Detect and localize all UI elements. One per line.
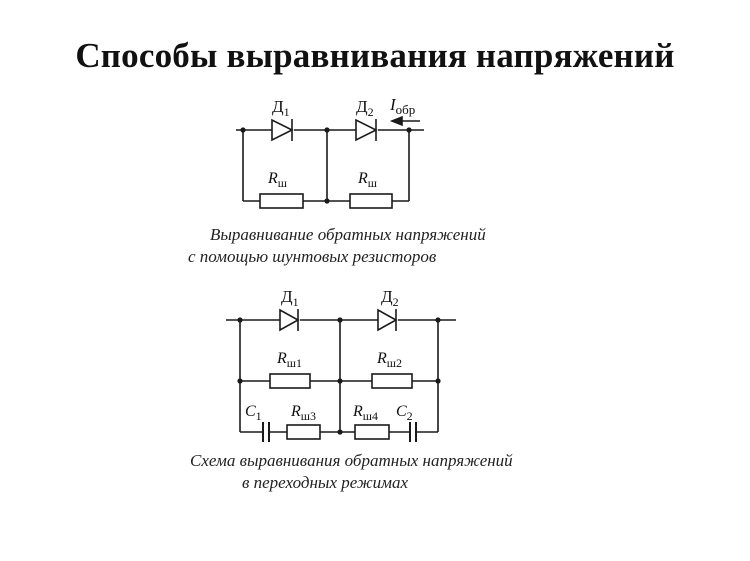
junction-dot	[240, 127, 246, 133]
top-circuit-caption: Выравнивание обратных напряжений с помощ…	[188, 224, 486, 268]
top-resistor-left	[259, 193, 304, 209]
bottom-diode-1	[279, 308, 300, 332]
label-r-sh1: Rш1	[276, 350, 302, 370]
bottom-circuit-wires	[226, 319, 456, 433]
label-top-r-right: Rш	[357, 170, 378, 190]
bottom-resistor-1	[269, 373, 311, 389]
top-caption-line-1: Выравнивание обратных напряжений	[210, 225, 486, 244]
top-diode-1	[271, 118, 294, 142]
junction-dots	[237, 127, 441, 435]
junction-dot	[435, 378, 441, 384]
label-r-sh3: Rш3	[290, 403, 316, 423]
junction-dot	[324, 127, 330, 133]
label-bottom-d2: Д2	[381, 287, 399, 309]
junction-dot	[237, 317, 243, 323]
label-current: Iобр	[389, 95, 415, 117]
label-top-d2: Д2	[356, 97, 374, 119]
current-arrow-icon	[389, 115, 420, 127]
junction-dot	[406, 127, 412, 133]
label-r-sh4: Rш4	[352, 403, 378, 423]
bottom-resistor-2	[371, 373, 413, 389]
bottom-circuit-caption: Схема выравнивания обратных напряжений в…	[190, 450, 513, 494]
bottom-capacitor-2	[409, 422, 417, 442]
junction-dot	[337, 429, 343, 435]
junction-dot	[337, 378, 343, 384]
label-bottom-d1: Д1	[281, 287, 299, 309]
junction-dot	[337, 317, 343, 323]
bottom-caption-line-2: в переходных режимах	[242, 473, 409, 492]
label-top-d1: Д1	[272, 97, 290, 119]
label-c1: C1	[245, 403, 262, 423]
junction-dot	[435, 317, 441, 323]
label-c2: C2	[396, 403, 413, 423]
junction-dot	[237, 378, 243, 384]
label-r-sh2: Rш2	[376, 350, 402, 370]
bottom-caption-line-1: Схема выравнивания обратных напряжений	[190, 451, 513, 470]
top-caption-line-2: с помощью шунтовых резисторов	[188, 247, 437, 266]
bottom-diode-2	[377, 308, 398, 332]
top-circuit-wires	[236, 129, 424, 202]
page-title: Способы выравнивания напряжений	[75, 36, 675, 75]
top-diode-2	[355, 118, 378, 142]
label-top-r-left: Rш	[267, 170, 288, 190]
bottom-capacitor-1	[262, 422, 270, 442]
top-resistor-right	[349, 193, 393, 209]
bottom-resistor-4	[354, 424, 390, 440]
bottom-resistor-3	[286, 424, 321, 440]
junction-dot	[324, 198, 330, 204]
